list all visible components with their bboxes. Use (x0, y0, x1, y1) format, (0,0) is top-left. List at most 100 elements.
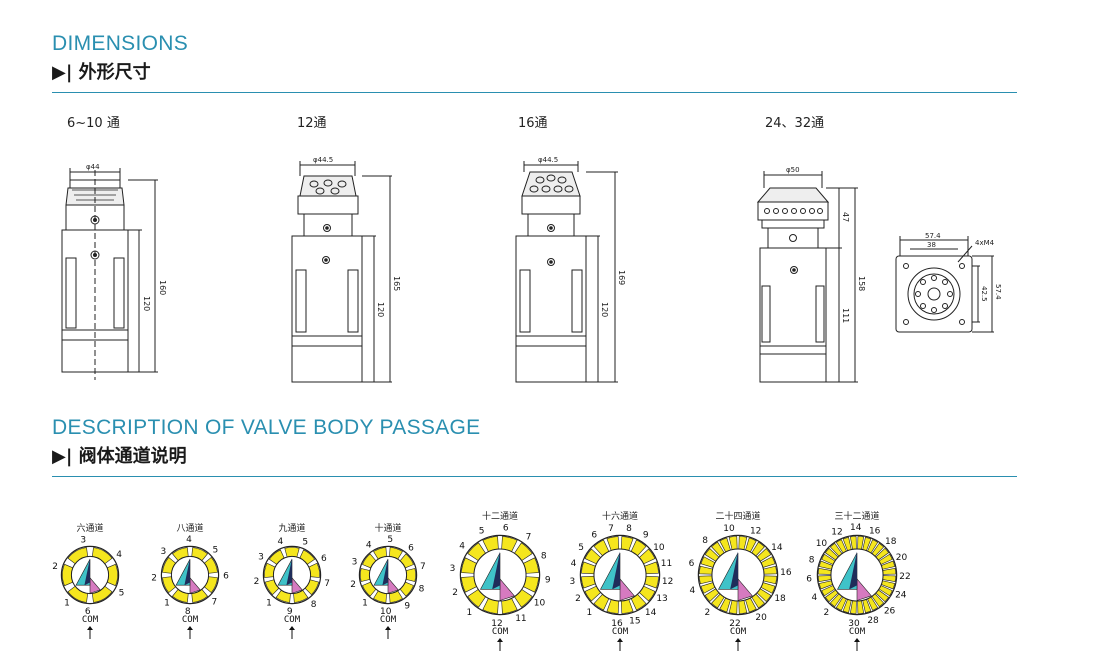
dial-number: 5 (119, 588, 125, 598)
dial-number: 14 (771, 543, 783, 553)
dial-number: 4 (689, 586, 695, 596)
dial-label: 十六通道 (602, 510, 638, 522)
dial-com-arrowhead (187, 626, 193, 630)
dial-com-arrowhead (497, 638, 503, 642)
dial-number: 5 (387, 535, 393, 545)
dial-number: 4 (186, 535, 192, 545)
dial-number: 10 (380, 607, 392, 617)
dial-com-label: COM (492, 627, 509, 637)
dial-number: 8 (541, 551, 547, 561)
dial-number: 8 (626, 524, 632, 534)
dial-number: 4 (116, 550, 122, 560)
dial-label: 三十二通道 (834, 510, 879, 522)
dial-com-label: COM (730, 627, 747, 637)
dial-number: 7 (212, 597, 218, 607)
dial-pointer (612, 551, 620, 590)
dial-number: 4 (811, 593, 817, 603)
dial-number: 2 (575, 594, 581, 604)
dial-number: 12 (831, 527, 842, 537)
dial-number: 7 (608, 524, 614, 534)
dial-number: 15 (629, 617, 640, 627)
dial-number: 6 (85, 607, 91, 617)
height-label-3a: 169 (617, 270, 626, 285)
flange-top-view: 57.4 38 4xM4 42.5 57.4 (895, 232, 1002, 333)
dial-number: 7 (324, 579, 330, 589)
dial-com-arrowhead (735, 638, 741, 642)
dial-number: 3 (570, 577, 576, 587)
dial-number: 2 (452, 588, 458, 598)
dial-wedge-pink (737, 578, 753, 601)
dial-number: 8 (702, 536, 708, 546)
dial-number: 13 (656, 594, 667, 604)
dial-com-arrowhead (854, 638, 860, 642)
height-label-2a: 165 (392, 276, 401, 291)
dimensions-divider (52, 92, 1017, 93)
flange-h1: 42.5 (980, 286, 988, 302)
dial-number: 2 (52, 562, 58, 572)
dial-number: 11 (661, 559, 672, 569)
dial-number: 4 (571, 559, 577, 569)
dial-number: 6 (223, 572, 229, 582)
dial-number: 1 (164, 599, 170, 609)
dial-number: 2 (350, 580, 356, 590)
dial-number: 5 (578, 543, 584, 553)
height-label-1b: 120 (142, 296, 151, 311)
dial-number: 10 (653, 543, 665, 553)
dimensions-title-en: DIMENSIONS (52, 32, 189, 55)
dial-number: 12 (662, 577, 673, 587)
valve-drawing-24-32: φ50 47 158 111 (756, 166, 866, 383)
flange-w1: 57.4 (925, 232, 941, 240)
dial-label: 六通道 (76, 522, 103, 534)
dial-number: 2 (824, 608, 830, 618)
model-caption-6-10: 6~10 通 (67, 116, 120, 131)
dial-number: 1 (64, 599, 70, 609)
dial-number: 3 (160, 547, 166, 557)
dial-number: 1 (266, 599, 272, 609)
dial-number: 7 (526, 532, 532, 542)
dial-com-arrowhead (87, 626, 93, 630)
dial-wedge-pink (619, 578, 635, 601)
dial-number: 4 (366, 541, 372, 551)
dial-wedge-pink (856, 578, 872, 601)
dia-label-3: φ44.5 (538, 156, 558, 164)
dial-com-label: COM (284, 615, 301, 625)
dial-pointer (849, 551, 857, 590)
dial-com-arrowhead (617, 638, 623, 642)
dial-number: 6 (591, 530, 597, 540)
passage-title-en: DESCRIPTION OF VALVE BODY PASSAGE (52, 416, 481, 439)
dial-segment (360, 568, 371, 582)
flange-w2: 38 (927, 241, 936, 249)
dial-number: 1 (467, 608, 473, 618)
dial-number: 5 (212, 545, 218, 555)
dial-number: 11 (515, 614, 526, 624)
dial-com-arrowhead (289, 626, 295, 630)
dia-label-1: φ44 (86, 163, 100, 171)
dial-number: 16 (780, 568, 792, 578)
dial-number: 18 (774, 594, 786, 604)
height-label-2b: 120 (376, 302, 385, 317)
dia-label-4: φ50 (786, 166, 800, 174)
model-caption-16: 16通 (518, 116, 548, 131)
dimension-drawings: φ44 160 120 φ44.5 (61, 156, 1002, 383)
dial-number: 7 (420, 562, 426, 572)
dial-com-label: COM (380, 615, 397, 625)
dial-wedge-pink (499, 578, 515, 601)
dial-number: 9 (545, 575, 551, 585)
dial-number: 12 (491, 619, 502, 629)
dial-pointer (286, 558, 292, 586)
dial-segment (405, 568, 416, 582)
dial-number: 8 (419, 584, 425, 594)
dial-segment (284, 547, 300, 558)
dial-pointer (382, 558, 388, 586)
dial-number: 9 (404, 601, 410, 611)
dial-pointer (184, 558, 190, 586)
dial-label: 九通道 (278, 522, 305, 534)
dial-com-label: COM (849, 627, 866, 637)
dial-number: 8 (311, 600, 317, 610)
